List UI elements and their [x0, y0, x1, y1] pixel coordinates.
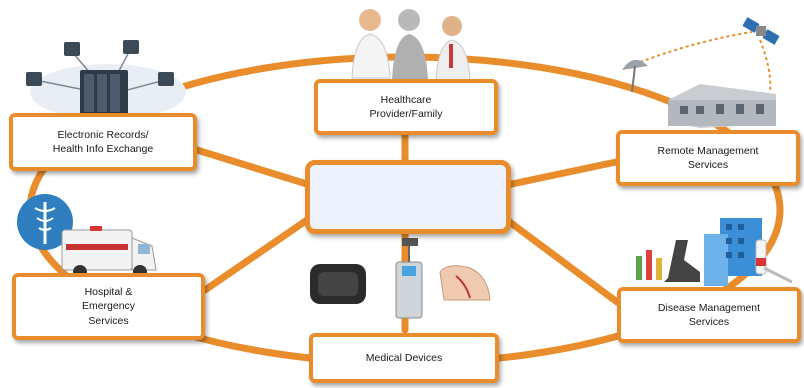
- server-network-icon: [26, 40, 186, 120]
- caduceus-icon: [17, 194, 73, 250]
- node-medical-devices: Medical Devices: [309, 333, 499, 383]
- node-remote-management: Remote Management Services: [616, 130, 800, 186]
- satellite-icon: [622, 17, 780, 93]
- node-disease-management: Disease Management Services: [617, 287, 801, 343]
- ambulance-icon: [61, 226, 157, 279]
- lab-equipment-icon: [636, 218, 793, 286]
- medical-device-icon: [310, 238, 491, 319]
- doctors-group-icon: [351, 9, 471, 81]
- node-electronic-records: Electronic Records/ Health Info Exchange: [9, 113, 197, 171]
- node-healthcare-provider: Healthcare Provider/Family: [314, 79, 498, 135]
- building-icon: [668, 84, 776, 128]
- node-hospital-emergency: Hospital & Emergency Services: [12, 273, 205, 340]
- node-center-patient: [305, 160, 511, 234]
